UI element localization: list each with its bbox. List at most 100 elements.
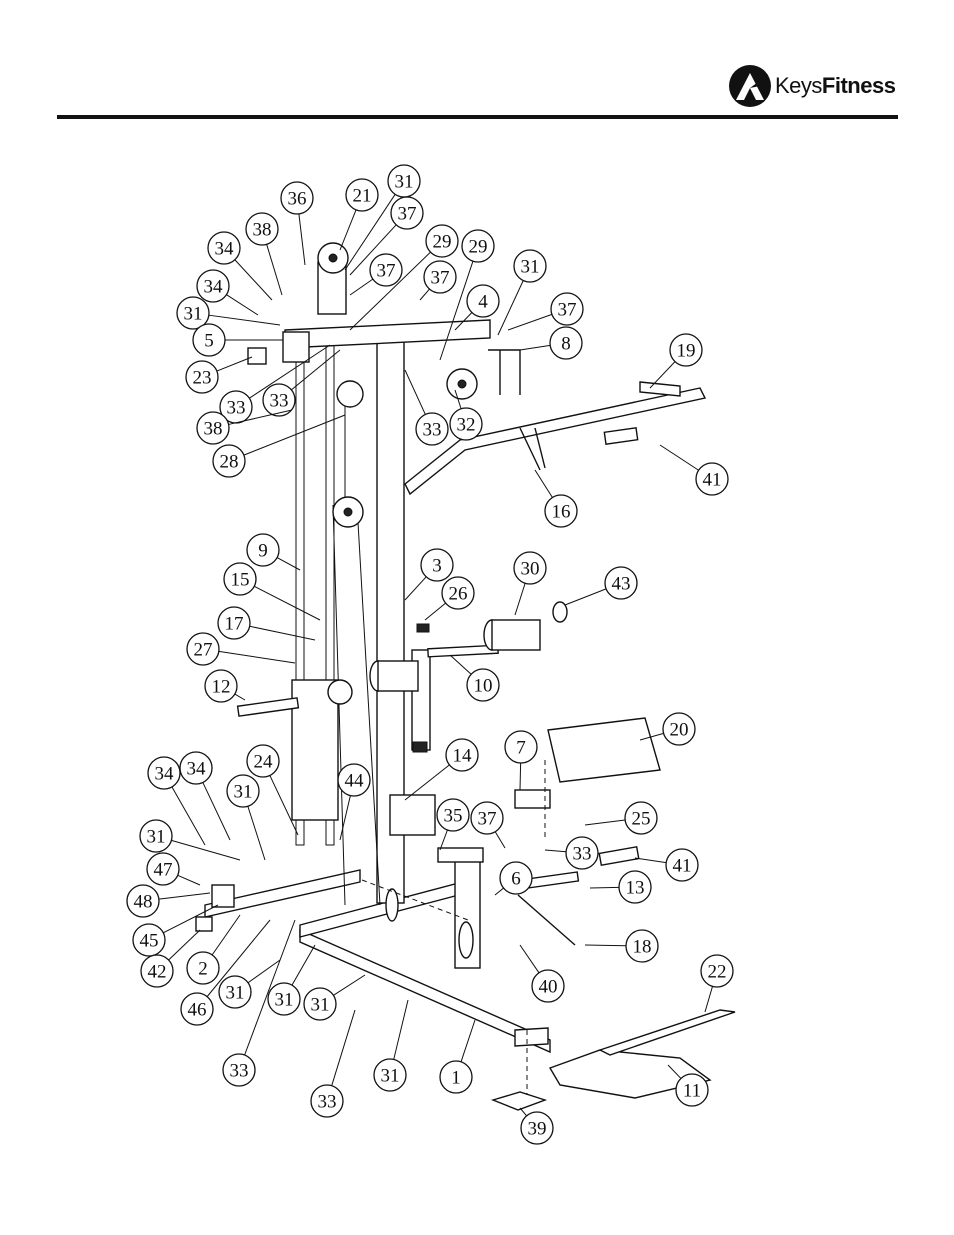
callout-label: 18: [633, 937, 652, 958]
callout-39: 39: [520, 1108, 553, 1144]
callout-label: 47: [154, 860, 173, 881]
callout-leader-line: [545, 850, 566, 852]
callout-leader-line: [209, 315, 280, 325]
callout-label: 31: [521, 257, 540, 278]
callout-leader-line: [520, 763, 521, 790]
callout-label: 12: [212, 677, 231, 698]
grip-tube-bottom: [599, 847, 639, 865]
callout-label: 11: [683, 1081, 701, 1102]
callout-label: 17: [225, 614, 244, 635]
callout-label: 6: [511, 869, 521, 890]
callout-label: 30: [521, 559, 540, 580]
side-pulley-hub: [458, 380, 466, 388]
callout-label: 24: [254, 752, 274, 773]
lat-bar: [405, 388, 705, 494]
callout-leader-line: [405, 577, 426, 600]
callout-leader-line: [585, 820, 625, 825]
callout-leader-line: [420, 289, 430, 300]
callout-leader-line: [267, 244, 282, 295]
foam-roller-left: [378, 661, 418, 691]
callout-label: 43: [612, 574, 631, 595]
callout-label: 7: [516, 738, 526, 759]
lower-pulley: [459, 922, 473, 958]
callout-label: 26: [449, 584, 468, 605]
callout-label: 33: [573, 844, 592, 865]
callout-label: 22: [708, 962, 727, 983]
callout-25: 25: [585, 802, 657, 834]
callout-leader-line: [520, 945, 539, 973]
callout-label: 45: [140, 931, 159, 952]
callout-38a: 38: [246, 213, 282, 295]
callout-label: 31: [147, 827, 166, 848]
callout-leader-line: [705, 986, 713, 1012]
callout-leader-line: [159, 893, 210, 899]
callout-label: 36: [288, 189, 307, 210]
callout-31b: 31: [177, 297, 280, 329]
callout-31e: 31: [140, 820, 240, 860]
lat-bar-grip: [640, 382, 680, 396]
callout-label: 34: [204, 277, 224, 298]
base-frame: [300, 930, 550, 1052]
callout-leader-line: [172, 787, 205, 845]
callout-label: 33: [318, 1092, 337, 1113]
callout-leader-line: [495, 888, 504, 895]
callout-label: 13: [626, 878, 645, 899]
callout-leader-line: [394, 1000, 408, 1059]
callout-label: 44: [345, 771, 365, 792]
callout-label: 31: [275, 990, 294, 1011]
callout-28: 28: [213, 415, 345, 477]
callout-22: 22: [701, 955, 733, 1012]
end-cap-top: [248, 348, 266, 364]
callout-leader-line: [248, 806, 265, 860]
callout-6: 6: [495, 862, 532, 895]
pivot-bracket: [390, 795, 435, 835]
callout-10: 10: [450, 655, 499, 701]
callout-label: 34: [155, 764, 175, 785]
callout-36: 36: [281, 182, 313, 265]
end-cap-bottom: [196, 917, 212, 931]
base-pulley: [386, 889, 398, 921]
callout-leader-line: [217, 357, 252, 371]
callout-leader-line: [171, 840, 240, 860]
callout-41a: 41: [660, 445, 728, 495]
cables-drawing: [333, 385, 380, 905]
handle-hook: [488, 350, 520, 395]
callout-31h: 31: [304, 975, 365, 1020]
callout-label: 4: [478, 292, 488, 313]
callout-leader-line: [520, 345, 550, 350]
chain-lower: [518, 895, 575, 945]
callout-label: 3: [432, 556, 442, 577]
callout-label: 19: [677, 341, 696, 362]
callout-label: 33: [270, 391, 289, 412]
callout-label: 31: [395, 172, 414, 193]
callout-leader-line: [590, 887, 619, 888]
callout-35: 35: [437, 799, 469, 850]
callout-label: 31: [234, 782, 253, 803]
callout-9: 9: [247, 534, 300, 570]
callout-leader-line: [212, 915, 240, 955]
callout-label: 15: [231, 570, 250, 591]
callout-label: 48: [134, 892, 153, 913]
callout-leader-line: [635, 858, 666, 863]
callout-label: 37: [431, 268, 450, 289]
callout-leader-line: [461, 1020, 475, 1062]
callout-label: 2: [198, 959, 208, 980]
callout-34d: 34: [180, 752, 230, 840]
callout-label: 33: [230, 1061, 249, 1082]
callout-43: 43: [565, 567, 637, 605]
callout-label: 37: [558, 300, 577, 321]
callout-leader-line: [332, 1010, 355, 1086]
callout-leader-line: [535, 470, 552, 497]
callout-12: 12: [205, 670, 245, 702]
callout-2: 2: [187, 915, 240, 984]
callout-label: 41: [703, 470, 722, 491]
callout-37d: 37: [508, 293, 583, 330]
foot-bracket: [212, 885, 234, 907]
callout-label: 29: [469, 237, 488, 258]
weight-pin-bar: [238, 698, 299, 716]
callout-label: 8: [561, 334, 571, 355]
callout-30: 30: [514, 552, 546, 615]
callout-label: 28: [220, 452, 239, 473]
callout-16: 16: [535, 470, 577, 527]
